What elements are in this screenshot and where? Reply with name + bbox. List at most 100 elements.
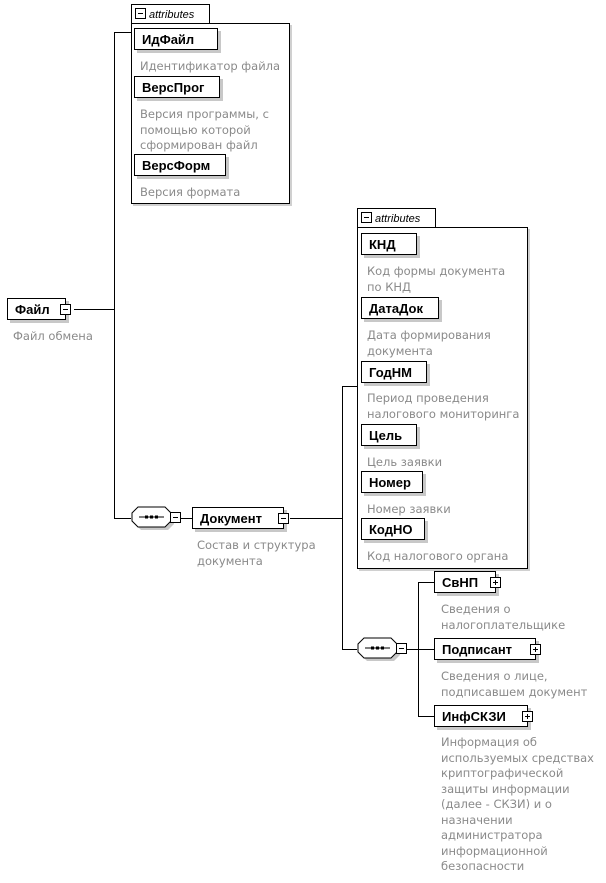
element-name: ИнфСКЗИ [442,709,506,724]
element-name: Подписант [442,642,513,657]
attribute-datadok[interactable]: ДатаДок [361,297,439,319]
collapse-icon[interactable] [135,8,146,19]
description-line: назначении [441,812,513,827]
description-line: Версия программы, с [140,107,269,121]
attribute-versprog[interactable]: ВерсПрог [134,76,220,98]
description-line: подписавшем документ [441,684,588,699]
sequence-compositor[interactable] [131,506,181,530]
connector-line [179,518,192,519]
description-line: Период проведения [367,391,489,405]
description-line: налогоплательщике [441,617,566,632]
element-description: Файл обмена [13,329,93,343]
description-line: Номер заявки [367,502,451,516]
connector-line [418,582,434,583]
connector-line [405,649,434,650]
connector-line [342,386,357,387]
attributes-group [357,227,528,569]
attributes-label: attributes [149,9,195,21]
description-line: криптографической [441,766,564,780]
attribute-description: Период проведения налогового мониторинга [367,391,519,422]
attribute-versform[interactable]: ВерсФорм [134,154,226,176]
collapse-icon[interactable] [60,304,71,315]
attribute-name: Цель [369,428,403,443]
description-line: (далее - СКЗИ) и о [441,797,552,811]
collapse-icon[interactable] [361,212,372,223]
collapse-icon[interactable] [170,512,181,523]
attribute-name: КодНО [369,522,413,537]
attribute-knd[interactable]: КНД [361,233,417,255]
expand-icon[interactable] [530,644,541,655]
connector-line [74,309,114,310]
attributes-label: attributes [375,213,421,225]
description-line: по КНД [367,279,412,294]
description-line: документа [197,553,263,568]
description-line: налогового мониторинга [367,406,520,421]
description-line: помощью которой [140,122,251,137]
attribute-description: Версия программы, с помощью которой сфор… [140,107,269,154]
element-name: СвНП [442,575,479,590]
connector-line [418,716,434,717]
attribute-name: ИдФайл [142,32,195,47]
collapse-icon[interactable] [396,643,407,654]
expand-icon[interactable] [522,711,533,722]
attribute-nomer[interactable]: Номер [361,471,423,493]
description-line: информационной [441,843,548,858]
description-line: Версия формата [140,185,241,199]
description-line: Сведения о [441,602,511,616]
description-line: Состав и структура [197,538,316,552]
description-line: администратора [441,828,543,842]
attribute-name: ВерсПрог [142,80,205,95]
attribute-name: ВерсФорм [142,158,211,173]
attribute-name: ДатаДок [369,301,423,316]
element-fail[interactable]: Файл [7,298,71,320]
description-line: безопасности [441,859,525,873]
element-description: Состав и структура документа [197,538,316,569]
element-description: Сведения о налогоплательщике [441,602,565,633]
attribute-name: КНД [369,237,396,252]
element-name: Документ [200,511,262,526]
element-dokument[interactable]: Документ [192,507,289,529]
element-description: Сведения о лице, подписавшем документ [441,669,587,700]
element-infskzi[interactable]: ИнфСКЗИ [434,705,533,727]
sequence-compositor[interactable] [357,637,407,661]
description-line: Цель заявки [367,455,443,469]
connector-line [342,649,357,650]
attribute-cel[interactable]: Цель [361,424,417,446]
description-line: Дата формирования [367,328,491,342]
attribute-description: Цель заявки [367,455,442,471]
collapse-icon[interactable] [278,513,289,524]
description-line: Код налогового органа [367,549,509,563]
attribute-description: Идентификатор файла [140,59,280,75]
attribute-kodno[interactable]: КодНО [361,518,425,540]
description-line: Сведения о лице, [441,669,548,683]
connector-line [114,32,115,518]
attribute-godnm[interactable]: ГодНМ [361,361,427,383]
element-svnp[interactable]: СвНП [434,571,501,593]
attribute-description: Дата формирования документа [367,328,491,359]
attribute-description: Номер заявки [367,502,451,518]
attribute-name: Номер [369,475,411,490]
attribute-description: Код налогового органа [367,549,508,565]
attributes-tab[interactable]: attributes [357,208,436,228]
sequence-icon [131,506,174,530]
sequence-icon [357,637,400,661]
element-name: Файл [15,302,50,317]
connector-line [290,518,342,519]
expand-icon[interactable] [490,577,501,588]
connector-line [342,386,343,649]
connector-line [114,518,131,519]
attributes-tab[interactable]: attributes [131,4,210,24]
description-line: Информация об [441,735,538,749]
connector-line [418,582,419,716]
description-line: Идентификатор файла [140,59,281,73]
attribute-description: Версия формата [140,185,240,201]
description-line: Код формы документа [367,264,506,278]
element-podpisant[interactable]: Подписант [434,638,541,660]
attribute-description: Код формы документа по КНД [367,264,505,295]
connector-line [114,32,131,33]
attribute-idfail[interactable]: ИдФайл [134,28,218,50]
description-line: документа [367,343,433,358]
element-description: Информация об используемых средствах кри… [441,735,594,875]
attribute-name: ГодНМ [369,365,412,380]
description-line: сформирован файл [140,138,258,152]
